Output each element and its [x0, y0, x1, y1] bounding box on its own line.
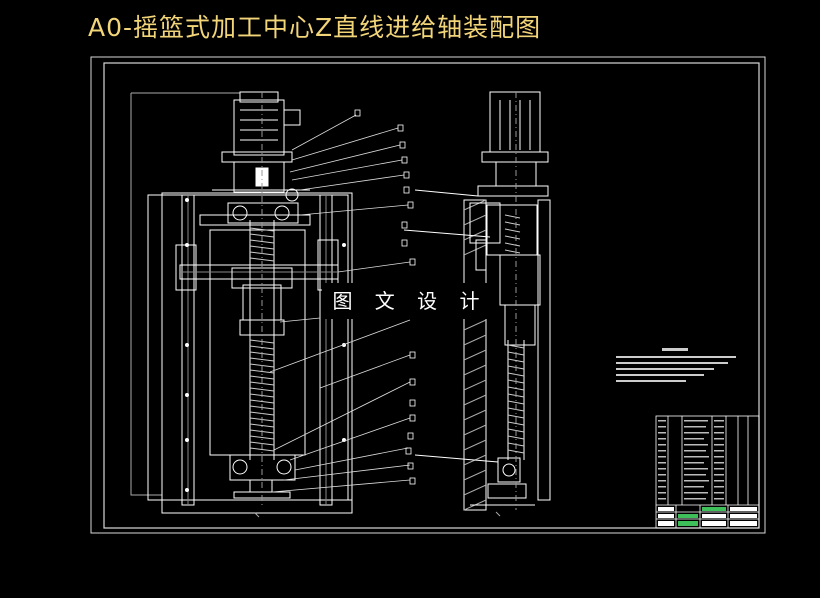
parts-list-rows [658, 420, 724, 500]
technical-notes [616, 348, 736, 382]
leader-lines-front [269, 114, 411, 493]
watermark-label: 图 文 设 计 [322, 283, 498, 319]
balloon-boxes [354, 109, 416, 485]
drawing-title: A0-摇篮式加工中心Z直线进给轴装配图 [88, 13, 542, 42]
drawing-frame [90, 56, 766, 534]
side-view [403, 91, 551, 517]
parts-list [655, 415, 760, 529]
front-view [130, 91, 353, 518]
title-block-fills [658, 507, 757, 526]
